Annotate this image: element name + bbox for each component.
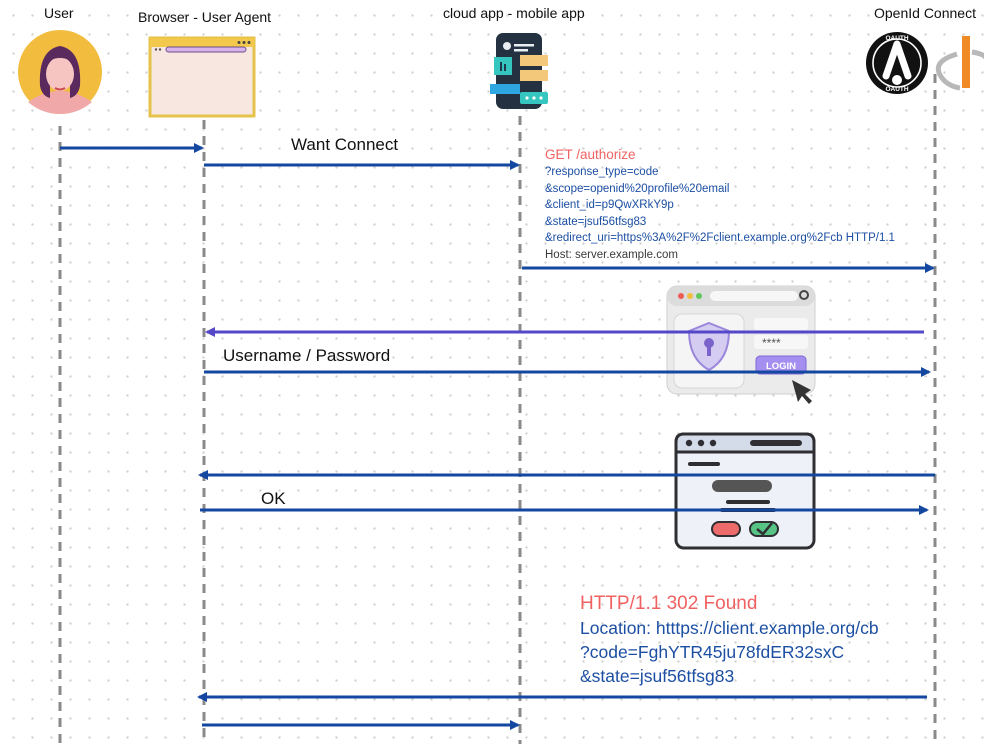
actor-label-user: User <box>44 5 74 21</box>
user-avatar-icon <box>18 30 102 114</box>
authorize-param-line: &redirect_uri=https%3A%2F%2Fclient.examp… <box>545 232 895 245</box>
oauth-logo-icon: OAUTH OAUTH <box>866 32 928 94</box>
mobile-app-icon <box>490 33 548 109</box>
authorize-param-line: ?response_type=code <box>545 166 659 178</box>
authorize-request-text: GET /authorize ?response_type=code &scop… <box>545 146 921 264</box>
authorize-param-line: &state=jsuf56tfsg83 <box>545 215 647 228</box>
actor-label-cloud-app: cloud app - mobile app <box>443 5 585 21</box>
login-button: LOGIN <box>766 361 796 372</box>
actor-label-openid: OpenId Connect <box>874 5 976 21</box>
messages <box>60 143 935 730</box>
authorize-param-line: &scope=openid%20profile%20email <box>545 182 730 195</box>
svg-text:OAUTH: OAUTH <box>885 35 908 42</box>
svg-text:OAUTH: OAUTH <box>885 86 908 93</box>
authorize-method-line: GET /authorize <box>545 147 636 162</box>
response-status-line: HTTP/1.1 302 Found <box>580 593 758 614</box>
label-username-password: Username / Password <box>223 346 391 365</box>
authorize-host-line: Host: server.example.com <box>545 248 678 261</box>
authorize-param-line: &client_id=p9QwXRkY9p <box>545 199 674 212</box>
response-line: ?code=FghYTR45ju78fdER32sxC <box>580 642 845 662</box>
response-line: Location: htttps://client.example.org/cb <box>580 618 879 638</box>
consent-screen-illustration <box>674 432 816 550</box>
login-screen-illustration: **** LOGIN <box>666 285 816 404</box>
redirect-response-text: HTTP/1.1 302 Found Location: htttps://cl… <box>580 592 879 688</box>
label-want-connect: Want Connect <box>291 135 399 154</box>
openid-logo-icon <box>935 36 984 91</box>
actor-label-browser: Browser - User Agent <box>138 9 272 25</box>
lifelines <box>58 74 937 744</box>
password-mask: **** <box>762 336 781 350</box>
response-line: &state=jsuf56tfsg83 <box>580 666 735 686</box>
label-ok: OK <box>261 489 286 508</box>
browser-window-icon <box>148 36 256 118</box>
